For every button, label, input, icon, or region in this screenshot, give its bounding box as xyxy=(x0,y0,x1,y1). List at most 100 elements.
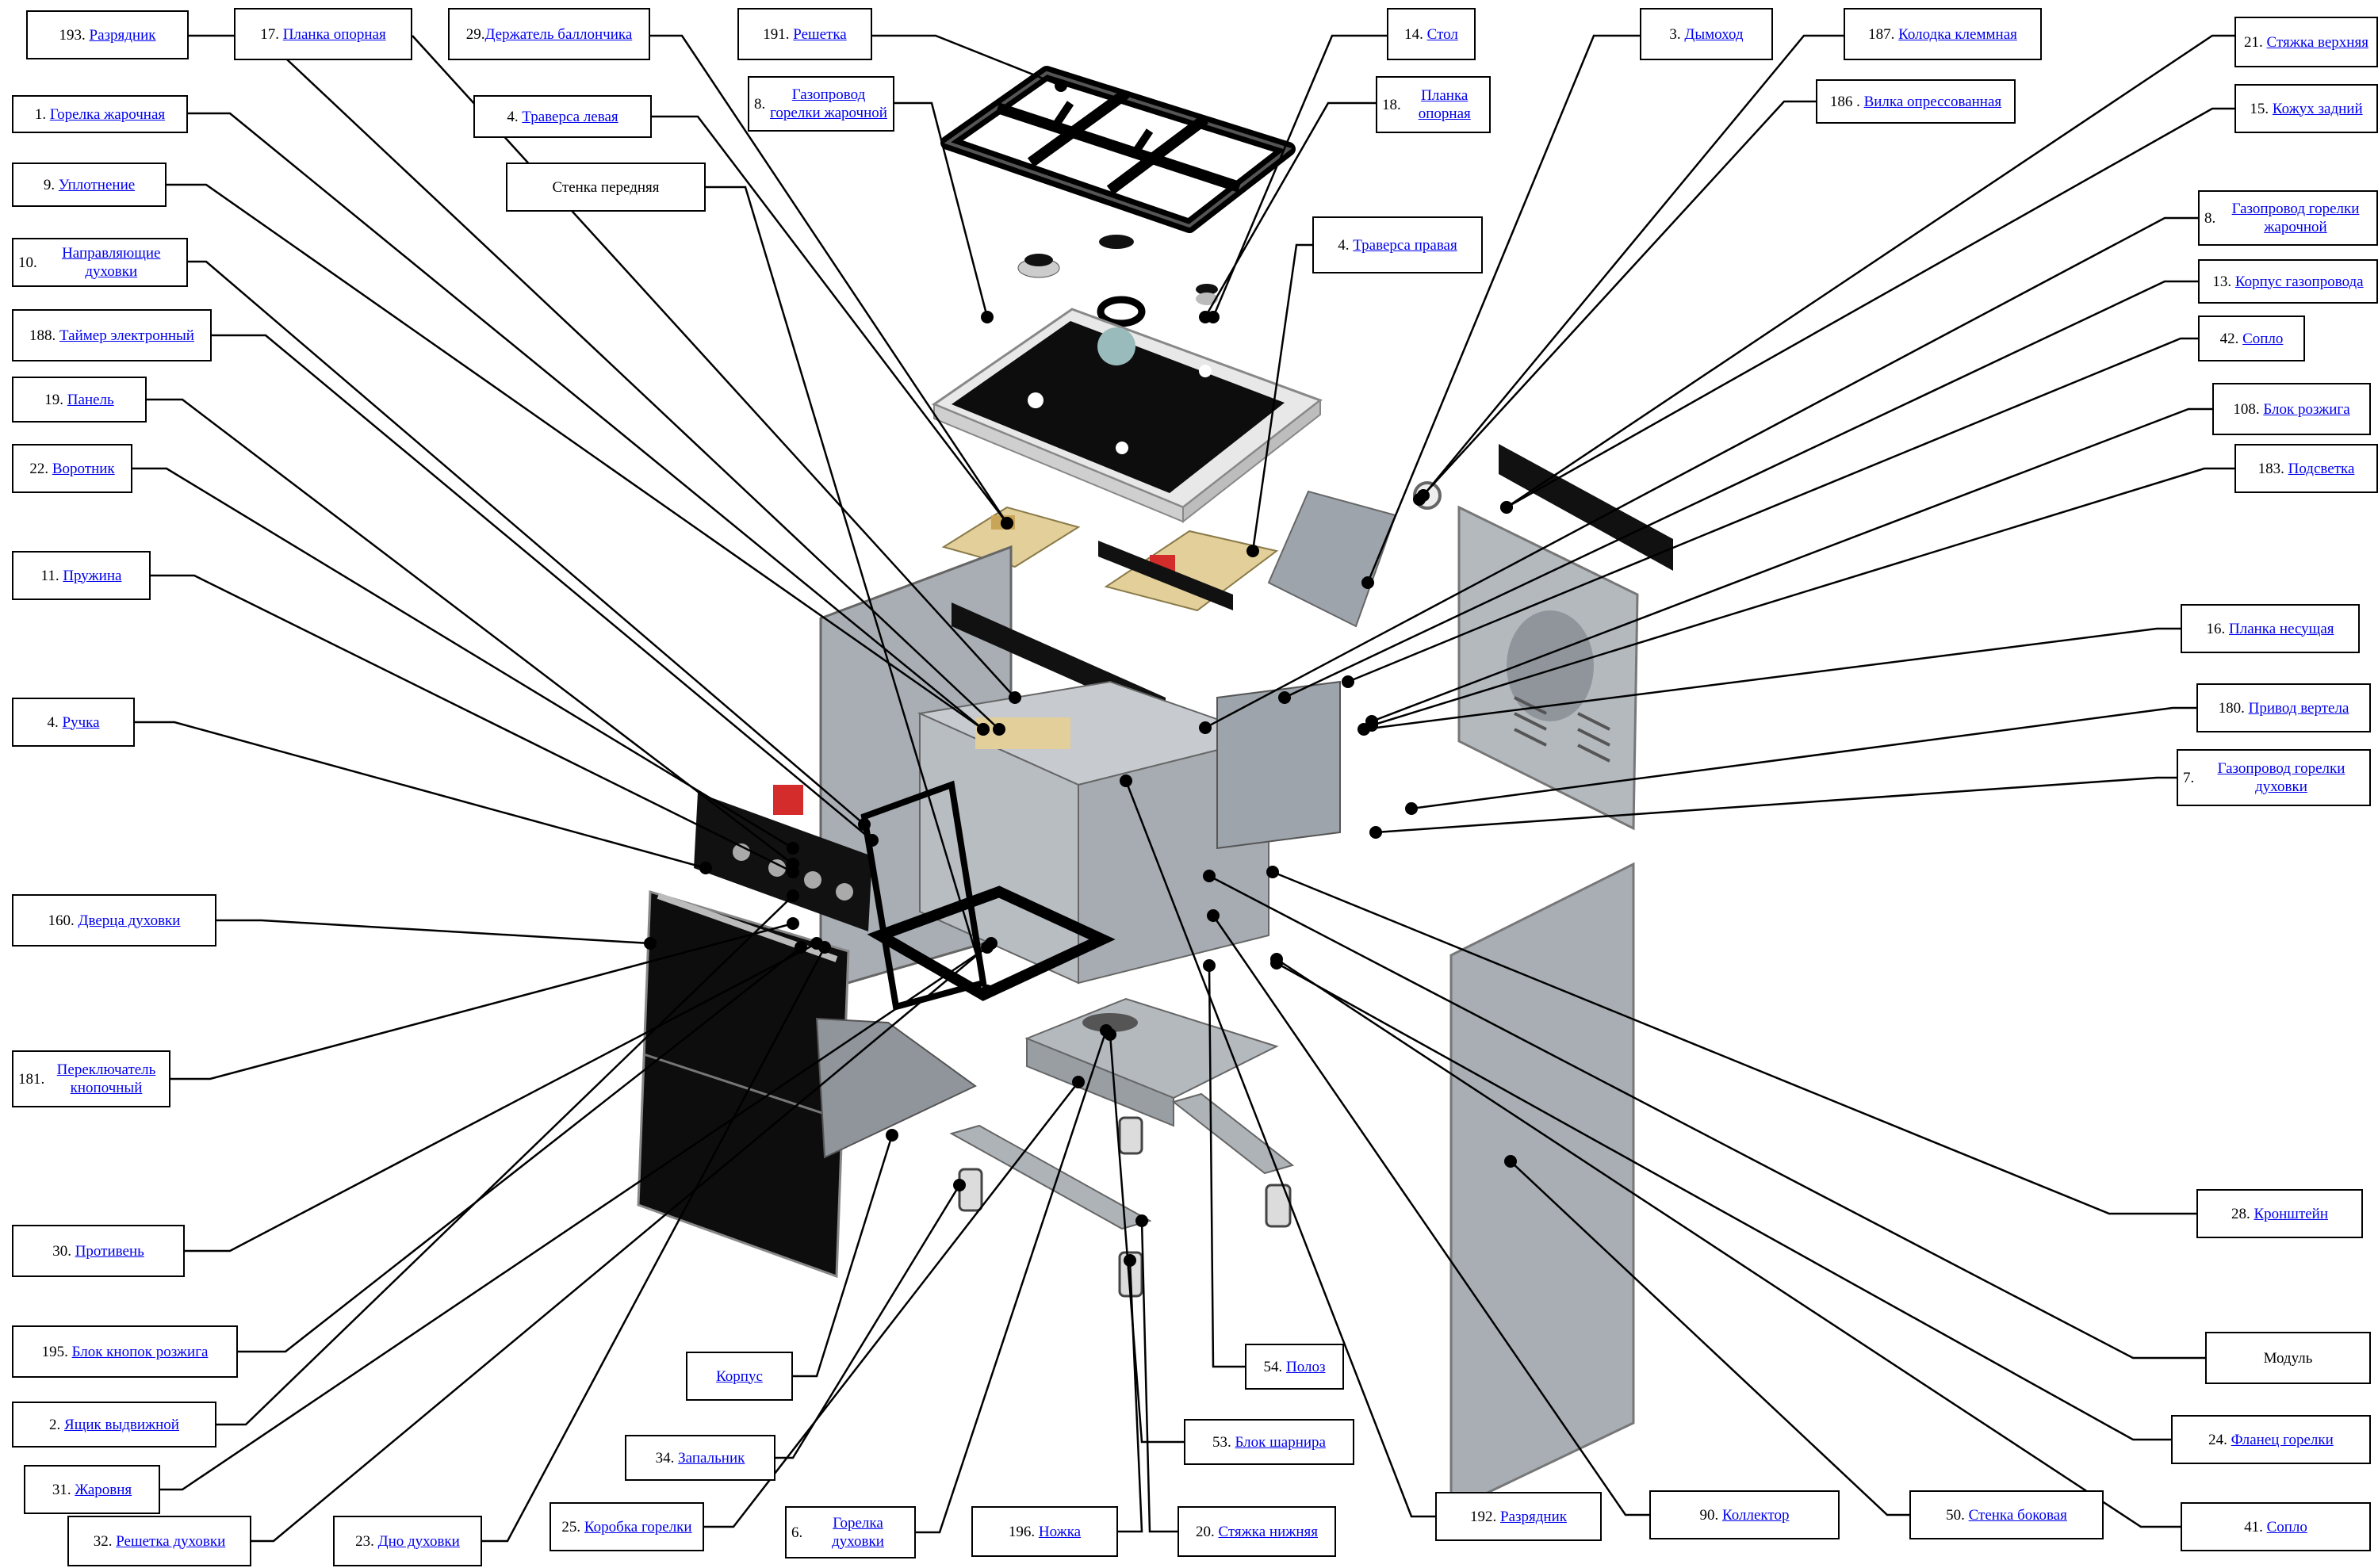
callout-link[interactable]: Газопровод горелки жарочной xyxy=(2231,201,2360,235)
callout-gazoprovod-zharochnoy-8a[interactable]: 8. Газопровод горелки жарочной xyxy=(748,76,894,132)
callout-link[interactable]: Жаровня xyxy=(75,1481,132,1498)
callout-link[interactable]: Дымоход xyxy=(1684,25,1744,43)
callout-vilka-186[interactable]: 186 . Вилка опрессованная xyxy=(1816,79,2016,124)
callout-link[interactable]: Планка опорная xyxy=(1418,87,1471,122)
callout-link[interactable]: Дверца духовки xyxy=(78,912,181,929)
callout-link[interactable]: Привод вертела xyxy=(2248,699,2349,717)
callout-link[interactable]: Полоз xyxy=(1286,1358,1326,1375)
callout-stenka-bokovaya-50[interactable]: 50. Стенка боковая xyxy=(1909,1490,2104,1539)
callout-gazoprovod-zharochnoy-8b[interactable]: 8. Газопровод горелки жарочной xyxy=(2198,190,2378,246)
callout-link[interactable]: Стяжка верхняя xyxy=(2266,33,2368,51)
callout-flanets-24[interactable]: 24. Фланец горелки xyxy=(2171,1415,2371,1464)
callout-protiven-30[interactable]: 30. Противень xyxy=(12,1225,185,1277)
callout-korpus-gazoprovoda-13[interactable]: 13. Корпус газопровода xyxy=(2198,259,2378,304)
callout-link[interactable]: Дно духовки xyxy=(377,1532,460,1550)
callout-dvertsa-160[interactable]: 160. Дверца духовки xyxy=(12,894,216,947)
callout-link[interactable]: Сопло xyxy=(2242,330,2284,347)
callout-blok-sharnira-53[interactable]: 53. Блок шарнира xyxy=(1184,1419,1354,1465)
callout-blok-rozzhiga-108[interactable]: 108. Блок розжига xyxy=(2212,383,2371,435)
callout-link[interactable]: Блок кнопок розжига xyxy=(71,1343,209,1360)
callout-link[interactable]: Коробка горелки xyxy=(584,1518,692,1535)
callout-soplo-41[interactable]: 41. Сопло xyxy=(2181,1502,2371,1551)
callout-reshetka-dukhovki-32[interactable]: 32. Решетка духовки xyxy=(67,1516,251,1566)
callout-link[interactable]: Разрядник xyxy=(89,26,156,44)
callout-gorelka-dukhovki-6[interactable]: 6. Горелка духовки xyxy=(785,1506,916,1558)
callout-napravlyayushchie-10[interactable]: 10. Направляющие духовки xyxy=(12,238,188,287)
callout-link[interactable]: Стенка боковая xyxy=(1968,1506,2067,1524)
callout-kozhukh-zadniy-15[interactable]: 15. Кожух задний xyxy=(2234,84,2378,133)
callout-podsvetka-183[interactable]: 183. Подсветка xyxy=(2234,444,2378,493)
callout-link[interactable]: Ящик выдвижной xyxy=(64,1416,179,1433)
callout-link[interactable]: Пружина xyxy=(63,567,122,584)
callout-reshetka-191[interactable]: 191. Решетка xyxy=(737,8,872,60)
callout-link[interactable]: Разрядник xyxy=(1500,1508,1567,1525)
callout-link[interactable]: Газопровод горелки жарочной xyxy=(770,86,887,121)
callout-styazhka-verkhnyaya-21[interactable]: 21. Стяжка верхняя xyxy=(2234,17,2378,67)
callout-link[interactable]: Траверса правая xyxy=(1353,236,1457,254)
callout-kronshteyn-28[interactable]: 28. Кронштейн xyxy=(2196,1189,2363,1238)
callout-link[interactable]: Колодка клеммная xyxy=(1898,25,2017,43)
callout-pruzhina-11[interactable]: 11. Пружина xyxy=(12,551,151,600)
callout-link[interactable]: Планка несущая xyxy=(2229,620,2334,637)
callout-gorelka-zharochnaya-1[interactable]: 1. Горелка жарочная xyxy=(12,95,188,133)
callout-dno-dukhovki-23[interactable]: 23. Дно духовки xyxy=(333,1516,482,1566)
callout-link[interactable]: Запальник xyxy=(678,1449,745,1467)
callout-link[interactable]: Корпус xyxy=(716,1367,763,1385)
callout-link[interactable]: Газопровод горелки духовки xyxy=(2217,760,2345,795)
callout-ruchka-4[interactable]: 4. Ручка xyxy=(12,698,135,747)
callout-uplotnenie-9[interactable]: 9. Уплотнение xyxy=(12,163,167,207)
callout-link[interactable]: Подсветка xyxy=(2288,460,2355,477)
callout-link[interactable]: Стол xyxy=(1426,25,1458,43)
callout-blok-knopok-195[interactable]: 195. Блок кнопок розжига xyxy=(12,1325,238,1378)
callout-link[interactable]: Таймер электронный xyxy=(59,327,194,344)
callout-traversa-levaya-4[interactable]: 4. Траверса левая xyxy=(473,95,652,138)
callout-link[interactable]: Траверса левая xyxy=(522,108,618,125)
callout-planka-nesushchaya-16[interactable]: 16. Планка несущая xyxy=(2181,604,2360,653)
callout-pereklyuchatel-181[interactable]: 181. Переключатель кнопочный xyxy=(12,1050,170,1107)
callout-privod-vertela-180[interactable]: 180. Привод вертела xyxy=(2196,683,2371,732)
callout-link[interactable]: Направляющие духовки xyxy=(62,245,161,280)
callout-taymer-188[interactable]: 188. Таймер электронный xyxy=(12,309,212,361)
callout-kollektor-90[interactable]: 90. Коллектор xyxy=(1649,1490,1840,1539)
callout-link[interactable]: Держатель баллончика xyxy=(484,25,633,43)
callout-link[interactable]: Блок шарнира xyxy=(1235,1433,1326,1451)
callout-link[interactable]: Воротник xyxy=(52,460,115,477)
callout-link[interactable]: Планка опорная xyxy=(282,25,386,43)
callout-link[interactable]: Кронштейн xyxy=(2254,1205,2329,1222)
callout-link[interactable]: Стяжка нижняя xyxy=(1218,1523,1319,1540)
callout-link[interactable]: Уплотнение xyxy=(58,176,136,193)
callout-link[interactable]: Коллектор xyxy=(1722,1506,1790,1524)
callout-dymokhod-3[interactable]: 3. Дымоход xyxy=(1640,8,1773,60)
callout-planka-opornaya-18[interactable]: 18. Планка опорная xyxy=(1376,76,1491,133)
callout-derzhatel-29[interactable]: 29.Держатель баллончика xyxy=(448,8,650,60)
callout-link[interactable]: Противень xyxy=(75,1242,144,1260)
callout-soplo-42[interactable]: 42. Сопло xyxy=(2198,316,2305,361)
callout-link[interactable]: Горелка жарочная xyxy=(49,105,166,123)
callout-zapalnik-34[interactable]: 34. Запальник xyxy=(625,1435,775,1481)
callout-link[interactable]: Корпус газопровода xyxy=(2234,273,2364,290)
callout-panel-19[interactable]: 19. Панель xyxy=(12,377,147,423)
callout-kolodka-187[interactable]: 187. Колодка клеммная xyxy=(1844,8,2042,60)
callout-link[interactable]: Горелка духовки xyxy=(832,1515,884,1550)
callout-link[interactable]: Кожух задний xyxy=(2272,100,2363,117)
callout-nozhka-196[interactable]: 196. Ножка xyxy=(971,1506,1118,1557)
callout-razryadnik-193[interactable]: 193. Разрядник xyxy=(26,10,189,59)
callout-poloz-54[interactable]: 54. Полоз xyxy=(1245,1344,1344,1390)
callout-styazhka-nizhnyaya-20[interactable]: 20. Стяжка нижняя xyxy=(1178,1506,1336,1557)
callout-link[interactable]: Переключатель кнопочный xyxy=(56,1061,156,1096)
callout-link[interactable]: Блок розжига xyxy=(2263,400,2350,418)
callout-link[interactable]: Ножка xyxy=(1038,1523,1082,1540)
callout-link[interactable]: Вилка опрессованная xyxy=(1863,93,2002,110)
callout-traversa-pravaya-4[interactable]: 4. Траверса правая xyxy=(1312,216,1483,273)
callout-link[interactable]: Сопло xyxy=(2266,1518,2307,1535)
callout-link[interactable]: Панель xyxy=(67,391,114,408)
callout-gazoprovod-dukhovki-7[interactable]: 7. Газопровод горелки духовки xyxy=(2177,749,2371,806)
callout-zharovnya-31[interactable]: 31. Жаровня xyxy=(24,1465,160,1514)
callout-link[interactable]: Решетка духовки xyxy=(116,1532,226,1550)
callout-link[interactable]: Ручка xyxy=(62,713,100,731)
callout-korpus[interactable]: Корпус xyxy=(686,1352,793,1401)
callout-link[interactable]: Фланец горелки xyxy=(2231,1431,2334,1448)
callout-vorotnik-22[interactable]: 22. Воротник xyxy=(12,444,132,493)
callout-yashchik-2[interactable]: 2. Ящик выдвижной xyxy=(12,1402,216,1448)
callout-korobka-gorelki-25[interactable]: 25. Коробка горелки xyxy=(550,1502,704,1551)
